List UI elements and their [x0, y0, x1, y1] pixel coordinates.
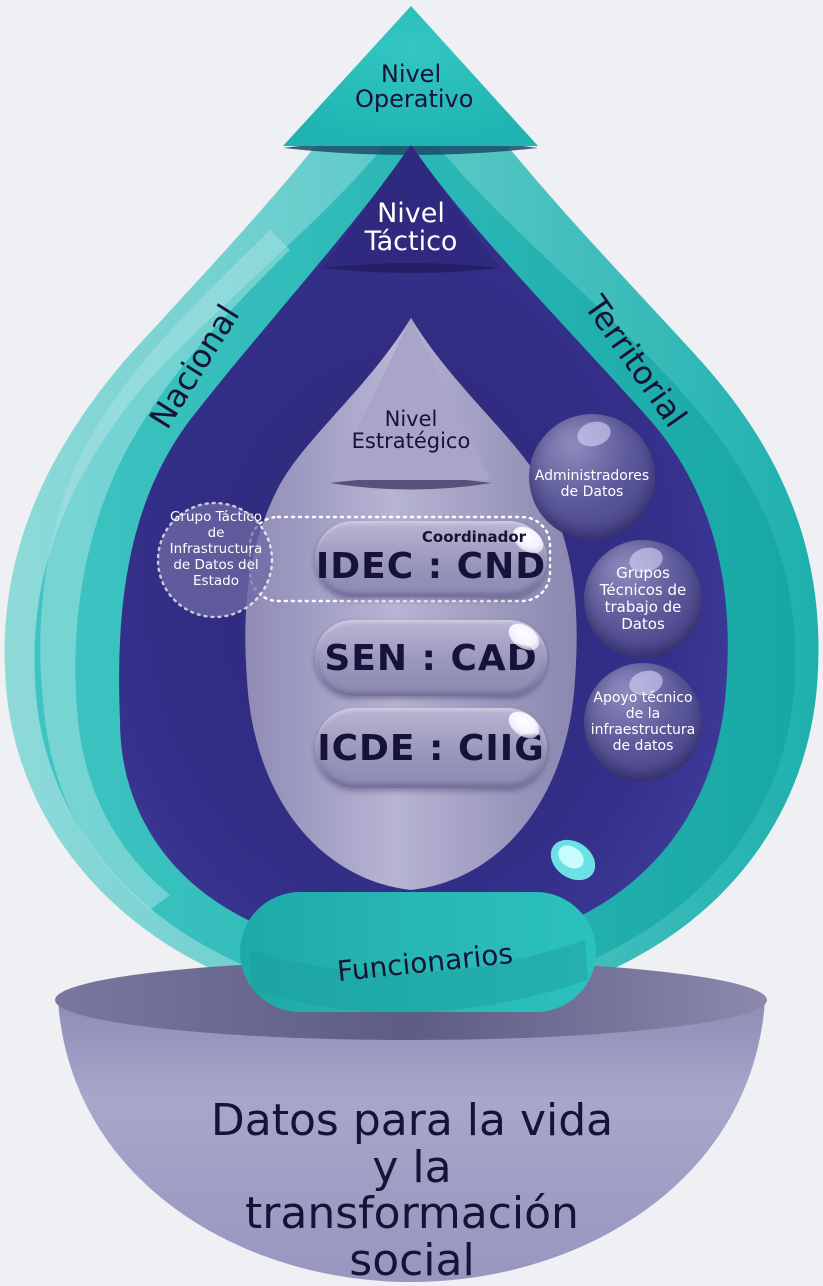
funcionarios-shine-core: [558, 845, 584, 869]
funcionarios-inner-shade: [250, 940, 588, 1013]
estrategico-separator: [330, 477, 492, 490]
group-dashed-frame: [248, 515, 552, 603]
group-dashed-circle: [156, 501, 274, 619]
label-nivel-estrategico: Nivel Estratégico: [351, 407, 471, 454]
bubble-grupos-tecnicos-text: Grupos Técnicos de trabajo de Datos: [599, 563, 687, 634]
label-bowl-text: Datos para la vida y la transformación s…: [210, 1095, 614, 1286]
pill-icde-ciig-text: ICDE : CIIG: [317, 727, 545, 769]
pill-idec-cnd: IDEC : CND: [315, 521, 549, 597]
pill-sen-cad-text: SEN : CAD: [324, 637, 538, 679]
estrategico-cap: [332, 318, 490, 480]
funcionarios-capsule: [240, 892, 596, 1012]
nacional-band-shape: [40, 230, 291, 910]
label-nivel-operativo: Nivel Operativo: [355, 60, 474, 114]
tactico-separator: [322, 263, 500, 273]
label-grupo-tactico: Grupo Táctico de Infrastructura de Datos…: [169, 509, 263, 589]
pill-idec-cnd-text: IDEC : CND: [315, 545, 547, 587]
pill-sen-cad: SEN : CAD: [315, 618, 547, 696]
bubble-apoyo-tecnico: Apoyo técnico de la infraestructura de d…: [584, 663, 702, 781]
tactico-cap: [322, 145, 500, 268]
bubble-highlight: [574, 418, 614, 450]
bowl-shape: [58, 1000, 765, 1282]
bubble-administradores: Administradores de Datos: [529, 414, 655, 540]
operativo-cap: [283, 6, 538, 146]
label-coordinador: Coordinador: [421, 528, 527, 546]
pill-icde-ciig: ICDE : CIIG: [315, 706, 547, 788]
label-nivel-tactico: Nivel Táctico: [364, 198, 458, 258]
bubble-apoyo-tecnico-text: Apoyo técnico de la infraestructura de d…: [590, 689, 696, 755]
bubble-administradores-text: Administradores de Datos: [534, 467, 650, 500]
bubble-grupos-tecnicos: Grupos Técnicos de trabajo de Datos: [584, 540, 702, 658]
